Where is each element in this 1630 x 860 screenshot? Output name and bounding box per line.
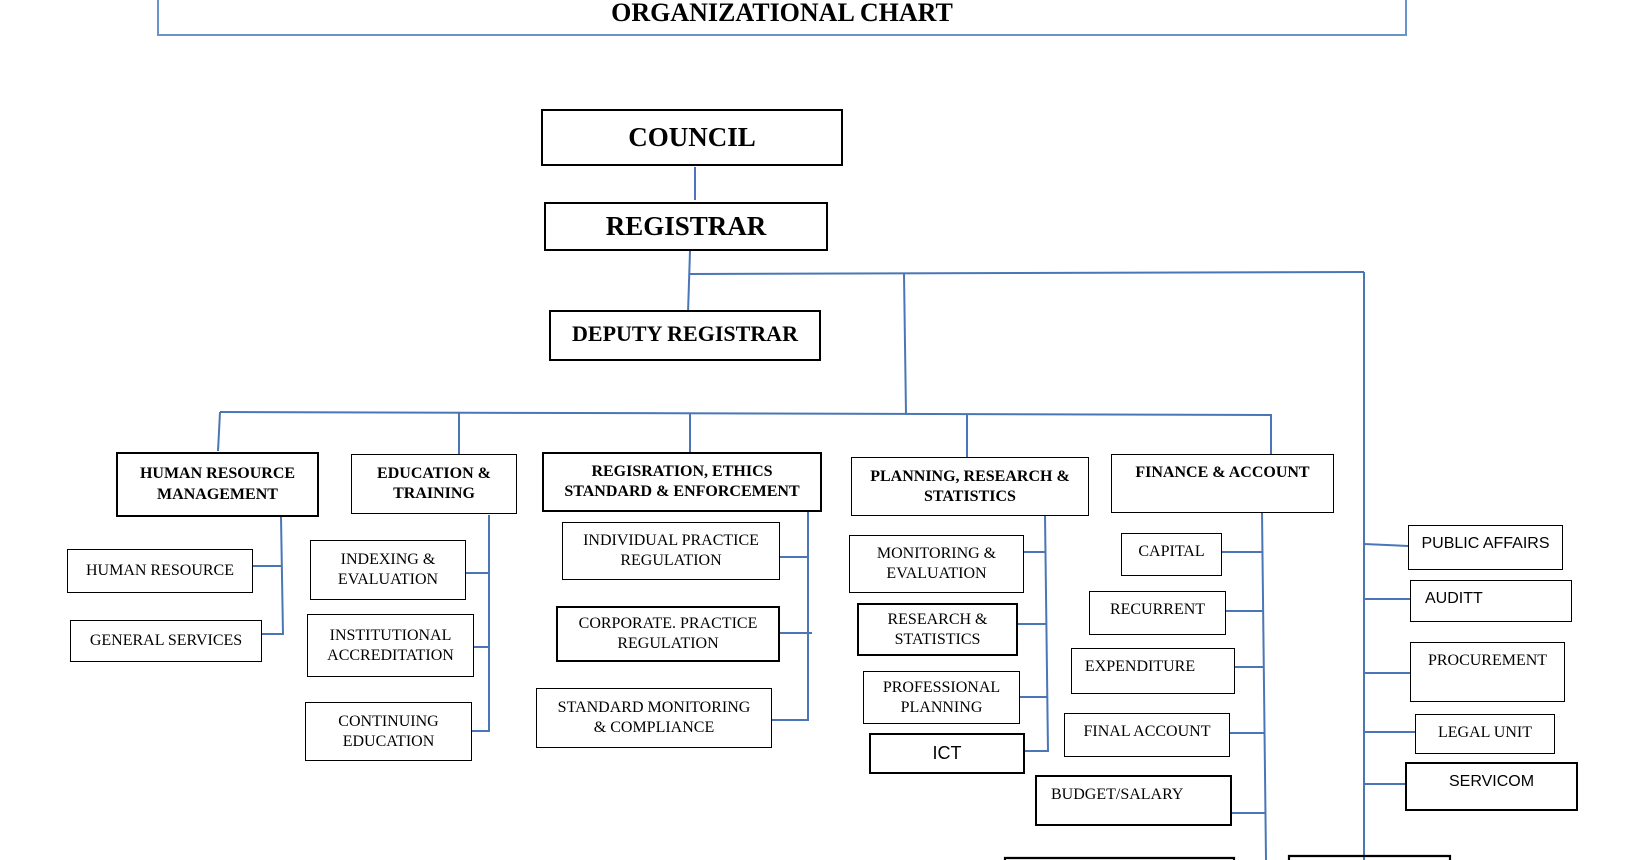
hrm-sub-vertical: [280, 516, 284, 636]
cropped-box-staff-bottom: [1287, 854, 1452, 860]
continuing-education-node: CONTINUING EDUCATION: [305, 702, 472, 761]
expenditure-node: EXPENDITURE: [1071, 648, 1235, 694]
individual-practice-node: INDIVIDUAL PRACTICE REGULATION: [562, 522, 780, 580]
planning-sub-vertical: [1044, 514, 1049, 753]
professional-planning-node: PROFESSIONAL PLANNING: [863, 671, 1020, 724]
general-services-node: GENERAL SERVICES: [70, 620, 262, 662]
research-statistics-node: RESEARCH & STATISTICS: [857, 603, 1018, 656]
finance-account-node: FINANCE & ACCOUNT: [1111, 454, 1334, 513]
cropped-boxes: [1003, 854, 1452, 860]
registrar-deputy-connector: [687, 250, 691, 314]
standard-monitoring-node: STANDARD MONITORING & COMPLIANCE: [536, 688, 772, 748]
legal-unit-node: LEGAL UNIT: [1415, 714, 1555, 754]
audit-node: AUDITT: [1410, 580, 1572, 622]
public-affairs-node: PUBLIC AFFAIRS: [1408, 525, 1563, 570]
public-affairs-connector: [1363, 543, 1409, 547]
planning-research-node: PLANNING, RESEARCH & STATISTICS: [851, 457, 1089, 516]
cropped-box-finance-bottom: [1003, 856, 1236, 860]
deputy-registrar-node: DEPUTY REGISTRAR: [549, 310, 821, 361]
indexing-evaluation-node: INDEXING & EVALUATION: [310, 540, 466, 600]
finance-sub-vertical: [1261, 511, 1267, 860]
procurement-node: PROCUREMENT: [1410, 642, 1565, 702]
departments-bus-line: [219, 411, 1273, 416]
hrm-department-node: HUMAN RESOURCE MANAGEMENT: [116, 452, 319, 517]
education-training-node: EDUCATION & TRAINING: [351, 454, 517, 514]
budget-salary-node: BUDGET/SALARY: [1035, 775, 1232, 826]
registration-ethics-node: REGISRATION, ETHICS STANDARD & ENFORCEME…: [542, 452, 822, 512]
chart-title: ORGANIZATIONAL CHART: [157, 0, 1407, 36]
connector-lines: [217, 167, 1415, 860]
registrar-node: REGISTRAR: [544, 202, 828, 251]
institutional-accreditation-node: INSTITUTIONAL ACCREDITATION: [307, 614, 474, 677]
capital-node: CAPITAL: [1121, 533, 1222, 576]
central-vertical-connector: [903, 273, 907, 415]
recurrent-node: RECURRENT: [1089, 591, 1226, 635]
ict-node: ICT: [869, 733, 1025, 774]
final-account-node: FINAL ACCOUNT: [1064, 713, 1230, 757]
hrm-drop: [217, 411, 221, 452]
servicom-node: SERVICOM: [1405, 762, 1578, 811]
corporate-practice-node: CORPORATE. PRACTICE REGULATION: [556, 606, 780, 662]
human-resource-node: HUMAN RESOURCE: [67, 549, 253, 593]
registrar-branch-line: [689, 271, 1365, 275]
monitoring-evaluation-node: MONITORING & EVALUATION: [849, 535, 1024, 593]
council-node: COUNCIL: [541, 109, 843, 166]
